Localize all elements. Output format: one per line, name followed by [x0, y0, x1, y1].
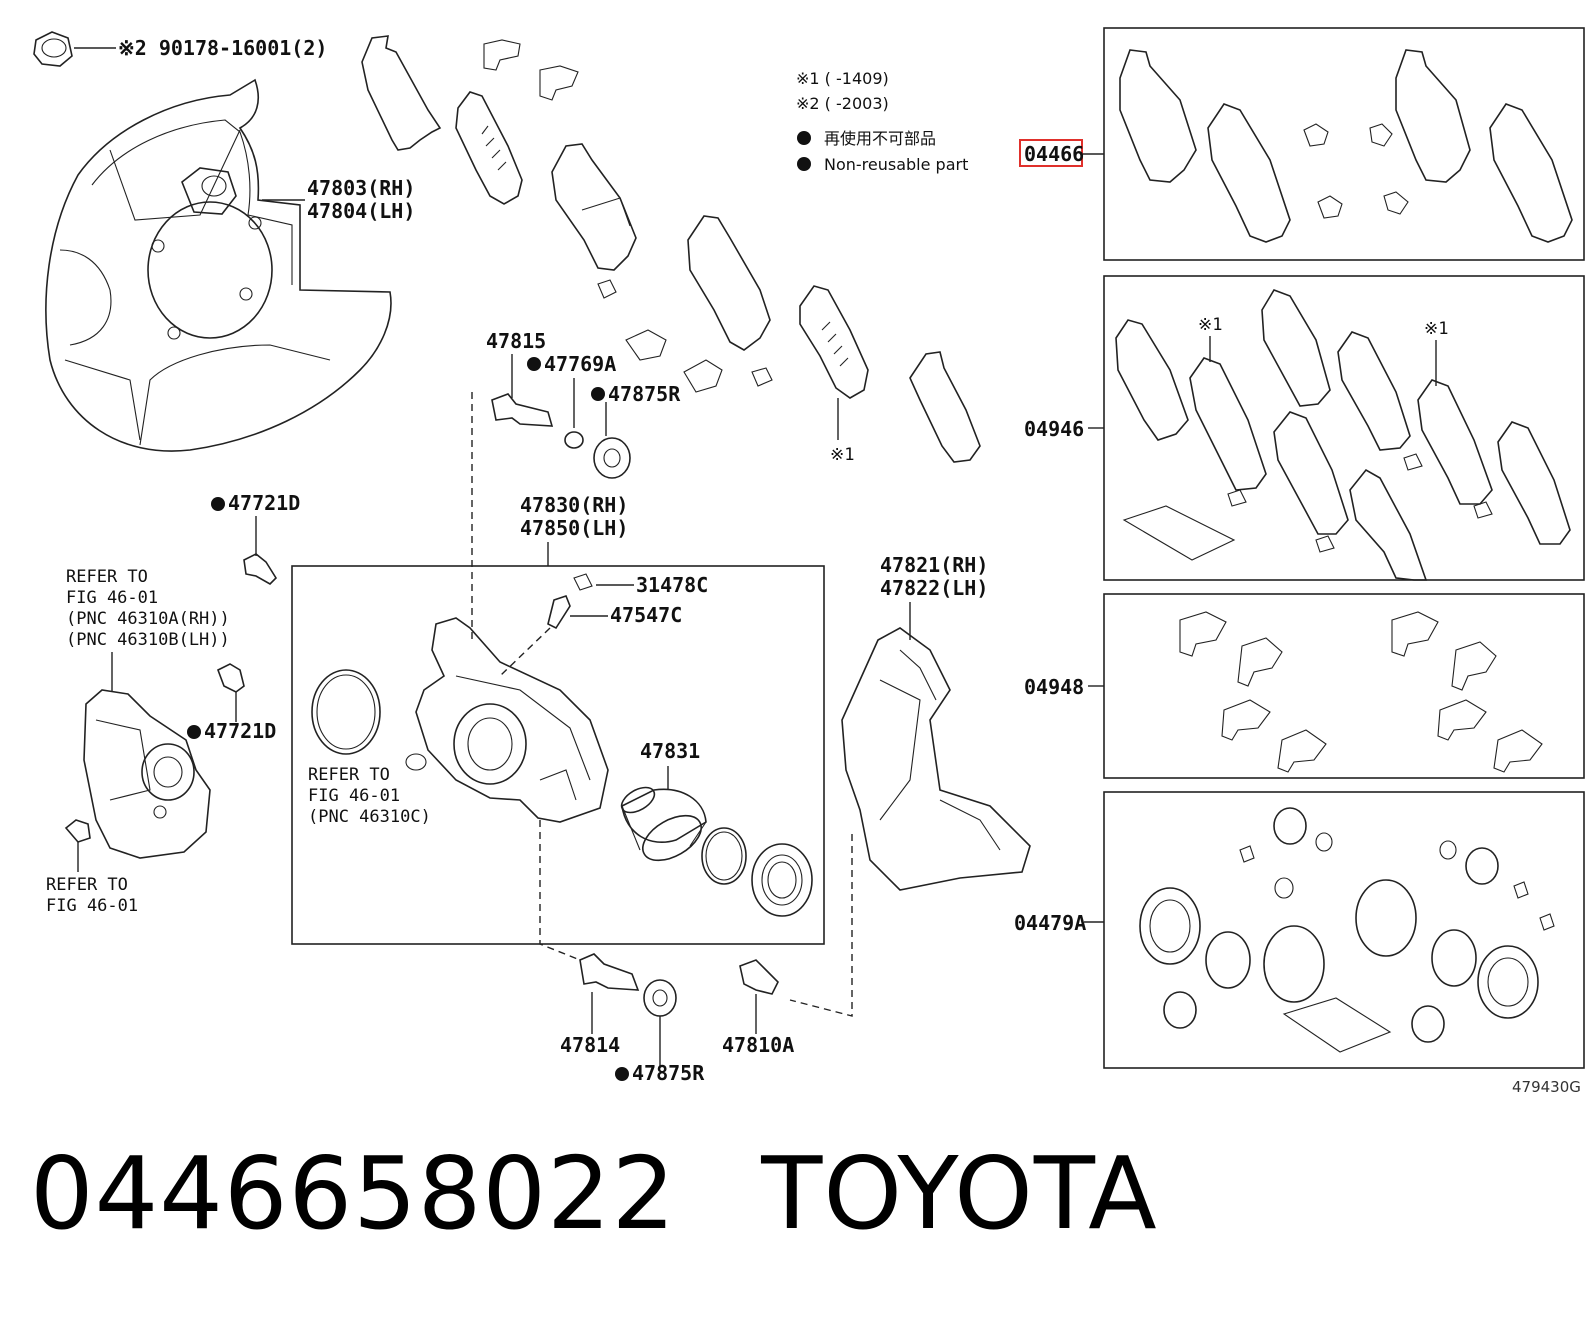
- label-47803: 47803(RH): [307, 176, 415, 200]
- kit-label-04466[interactable]: 04466: [1024, 142, 1084, 166]
- legend-en: Non-reusable part: [824, 155, 968, 174]
- bolt-47721d-a[interactable]: [243, 553, 278, 585]
- piston-boot[interactable]: [751, 843, 813, 917]
- seal-ring-46310c[interactable]: [311, 669, 381, 755]
- figure-code: 479430G: [1512, 1078, 1581, 1096]
- label-47831: 47831: [640, 739, 700, 763]
- bleeder-plug-47547c[interactable]: [547, 595, 571, 630]
- piston-seal[interactable]: [701, 827, 747, 885]
- disc-brake-dust-cover[interactable]: [45, 78, 392, 452]
- caliper-body[interactable]: [405, 617, 609, 823]
- boot-47875r-top[interactable]: [593, 437, 631, 479]
- kit-label-04946[interactable]: 04946: [1024, 417, 1084, 441]
- nut-90178[interactable]: [33, 31, 116, 67]
- refer-motor-2: FIG 46-01: [66, 588, 158, 608]
- kit-04948-clips: [1179, 611, 1543, 773]
- label-47814: 47814: [560, 1033, 620, 1057]
- kit-04479a-seals: [1139, 807, 1555, 1053]
- non-reusable-dot-icon: [187, 725, 201, 739]
- label-47810a: 47810A: [722, 1033, 794, 1057]
- caliper-group-box: [291, 565, 825, 945]
- legend-jp: 再使用不可部品: [824, 129, 936, 148]
- brake-pad-inner-2[interactable]: [799, 285, 869, 440]
- refer-plug-2: FIG 46-01: [46, 896, 138, 916]
- label-47822: 47822(LH): [880, 576, 988, 600]
- non-reusable-dot-icon: [211, 497, 225, 511]
- parking-brake-motor[interactable]: [83, 689, 211, 859]
- note-1: ※1 ( -1409): [796, 69, 889, 88]
- brake-pad-inner-1[interactable]: [455, 91, 523, 205]
- kit-label-04948[interactable]: 04948: [1024, 675, 1084, 699]
- bleeder-cap-31478c[interactable]: [573, 573, 593, 591]
- kit-box-04466: [1103, 27, 1585, 261]
- refer-seal-3: (PNC 46310C): [308, 807, 431, 827]
- brake-pad-outer-4[interactable]: [909, 351, 981, 463]
- guide-pin-47815[interactable]: [491, 393, 554, 427]
- label-47721d-b: 47721D: [204, 719, 276, 743]
- pad-clip-4[interactable]: [683, 359, 723, 393]
- refer-motor-1: REFER TO: [66, 567, 148, 587]
- label-47821: 47821(RH): [880, 553, 988, 577]
- plug-ref[interactable]: [64, 819, 91, 843]
- bolt-47810a[interactable]: [739, 959, 779, 995]
- refer-plug-1: REFER TO: [46, 875, 128, 895]
- brake-pad-outer-1[interactable]: [361, 35, 442, 151]
- guide-pin-47814[interactable]: [579, 953, 640, 991]
- non-reusable-dot-icon: [591, 387, 605, 401]
- brake-pad-outer-2[interactable]: [551, 143, 637, 271]
- footer-title: 0446658022 TOYOTA: [30, 1135, 1158, 1252]
- kit-label-04479a[interactable]: 04479A: [1014, 911, 1086, 935]
- refer-seal-1: REFER TO: [308, 765, 390, 785]
- label-90178: ※2 90178-16001(2): [118, 36, 327, 60]
- label-47547c: 47547C: [610, 603, 682, 627]
- bolt-47721d-b[interactable]: [216, 663, 245, 693]
- kit-04946-pads: [1115, 289, 1571, 581]
- label-47850: 47850(LH): [520, 516, 628, 540]
- legend-dot-icon: [797, 157, 811, 171]
- pad-clip-small-1[interactable]: [597, 279, 617, 299]
- note-2: ※2 ( -2003): [796, 94, 889, 113]
- label-47875r-top: 47875R: [608, 382, 681, 406]
- mark-1-c: ※1: [1424, 319, 1448, 339]
- mark-1-b: ※1: [1198, 315, 1222, 335]
- non-reusable-dot-icon: [527, 357, 541, 371]
- label-47815: 47815: [486, 329, 546, 353]
- piston-47831[interactable]: [617, 782, 708, 869]
- refer-motor-4: (PNC 46310B(LH)): [66, 630, 230, 650]
- refer-motor-3: (PNC 46310A(RH)): [66, 609, 230, 629]
- highlight-box: [1019, 139, 1083, 167]
- label-47769a: 47769A: [544, 352, 616, 376]
- label-47804: 47804(LH): [307, 199, 415, 223]
- brand-name: TOYOTA: [761, 1135, 1158, 1252]
- legend-dot-icon: [797, 131, 811, 145]
- pad-clip-3[interactable]: [625, 329, 667, 361]
- brake-pad-outer-3[interactable]: [687, 215, 771, 351]
- boot-47875r-bottom[interactable]: [643, 979, 677, 1017]
- non-reusable-dot-icon: [615, 1067, 629, 1081]
- part-number: 0446658022: [30, 1135, 677, 1252]
- pad-clip-small-2[interactable]: [751, 367, 773, 387]
- label-31478c: 31478C: [636, 573, 708, 597]
- refer-seal-2: FIG 46-01: [308, 786, 400, 806]
- caliper-mounting-bracket[interactable]: [841, 627, 1031, 891]
- label-47721d-a: 47721D: [228, 491, 300, 515]
- kit-box-04946: [1103, 275, 1585, 581]
- label-47875r-bottom: 47875R: [632, 1061, 705, 1085]
- kit-box-04948: [1103, 593, 1585, 779]
- pad-clip-2[interactable]: [539, 65, 579, 101]
- pad-clip-1[interactable]: [483, 39, 521, 71]
- o-ring-47769a[interactable]: [564, 431, 584, 449]
- mark-1-a: ※1: [830, 445, 854, 465]
- kit-box-04479a: [1103, 791, 1585, 1069]
- kit-04466-pads: [1119, 49, 1573, 243]
- label-47830: 47830(RH): [520, 493, 628, 517]
